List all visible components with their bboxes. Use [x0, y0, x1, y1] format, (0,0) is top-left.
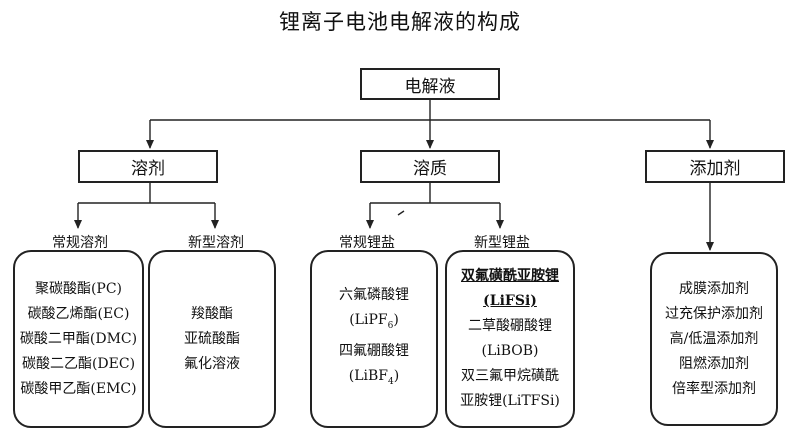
list-item: 碳酸甲乙酯(EMC)	[20, 380, 137, 397]
list-item: 亚硫酸酯	[184, 330, 240, 347]
list-item: 成膜添加剂	[679, 280, 749, 297]
salt-name-litfsi-1: 双三氟甲烷磺酰	[461, 368, 559, 384]
list-item: 过充保护添加剂	[665, 305, 763, 322]
list-item: 碳酸二甲酯(DMC)	[19, 330, 138, 347]
conventional-solvent-box: 聚碳酸酯(PC) 碳酸乙烯酯(EC) 碳酸二甲酯(DMC) 碳酸二乙酯(DEC)…	[13, 250, 144, 428]
salt-name-libf4: 四氟硼酸锂	[339, 343, 409, 359]
salt-name-litfsi-2: 亚胺锂(LiTFSi)	[460, 393, 560, 409]
formula-end: )	[393, 368, 400, 384]
salt-formula-libf4: (LiBF4)	[349, 364, 399, 395]
formula-end: )	[393, 312, 399, 329]
list-item: 阻燃添加剂	[679, 355, 749, 372]
additive-box: 添加剂	[645, 150, 785, 183]
formula-main: (LiBF	[348, 368, 389, 384]
stray-mark	[397, 210, 405, 216]
root-box: 电解液	[360, 68, 500, 100]
caption-conventional-solvent: 常规溶剂	[52, 235, 108, 251]
salt-name-libob: 二草酸硼酸锂	[468, 318, 552, 334]
formula-sub: 4	[388, 376, 394, 387]
new-salt-box: 双氟磺酰亚胺锂 (LiFSi) 二草酸硼酸锂 (LiBOB) 双三氟甲烷磺酰 亚…	[445, 250, 575, 428]
list-item: 聚碳酸酯(PC)	[34, 280, 123, 297]
solute-label: 溶质	[413, 159, 447, 179]
list-item: 碳酸乙烯酯(EC)	[27, 305, 130, 322]
caption-conventional-salt: 常规锂盐	[339, 235, 395, 251]
caption-new-salt: 新型锂盐	[474, 235, 530, 251]
formula-main: (LiPF	[349, 312, 388, 329]
list-item: 倍率型添加剂	[672, 380, 756, 397]
list-item: 羧酸酯	[191, 305, 233, 322]
list-item: 高/低温添加剂	[669, 330, 759, 347]
solvent-label: 溶剂	[131, 159, 165, 179]
salt-abbr-lifsi: (LiFSi)	[483, 293, 537, 309]
conventional-salt-box: 六氟磷酸锂 (LiPF6) 四氟硼酸锂 (LiBF4)	[310, 250, 438, 428]
additive-label: 添加剂	[689, 159, 741, 179]
list-item: 氟化溶液	[184, 355, 240, 372]
salt-name-lifsi: 双氟磺酰亚胺锂	[461, 268, 559, 284]
caption-new-solvent: 新型溶剂	[188, 235, 244, 251]
solvent-box: 溶剂	[78, 150, 218, 183]
page-title: 锂离子电池电解液的构成	[279, 10, 521, 34]
formula-sub: 6	[387, 321, 394, 331]
salt-name-lipf6: 六氟磷酸锂	[339, 287, 409, 304]
salt-formula-lipf6: (LiPF6)	[349, 308, 399, 339]
salt-abbr-libob: (LiBOB)	[481, 343, 539, 359]
new-solvent-box: 羧酸酯 亚硫酸酯 氟化溶液	[148, 250, 276, 428]
list-item: 碳酸二乙酯(DEC)	[21, 355, 136, 372]
root-label: 电解液	[404, 76, 456, 97]
solute-box: 溶质	[360, 150, 500, 183]
additive-list-box: 成膜添加剂 过充保护添加剂 高/低温添加剂 阻燃添加剂 倍率型添加剂	[650, 252, 778, 426]
